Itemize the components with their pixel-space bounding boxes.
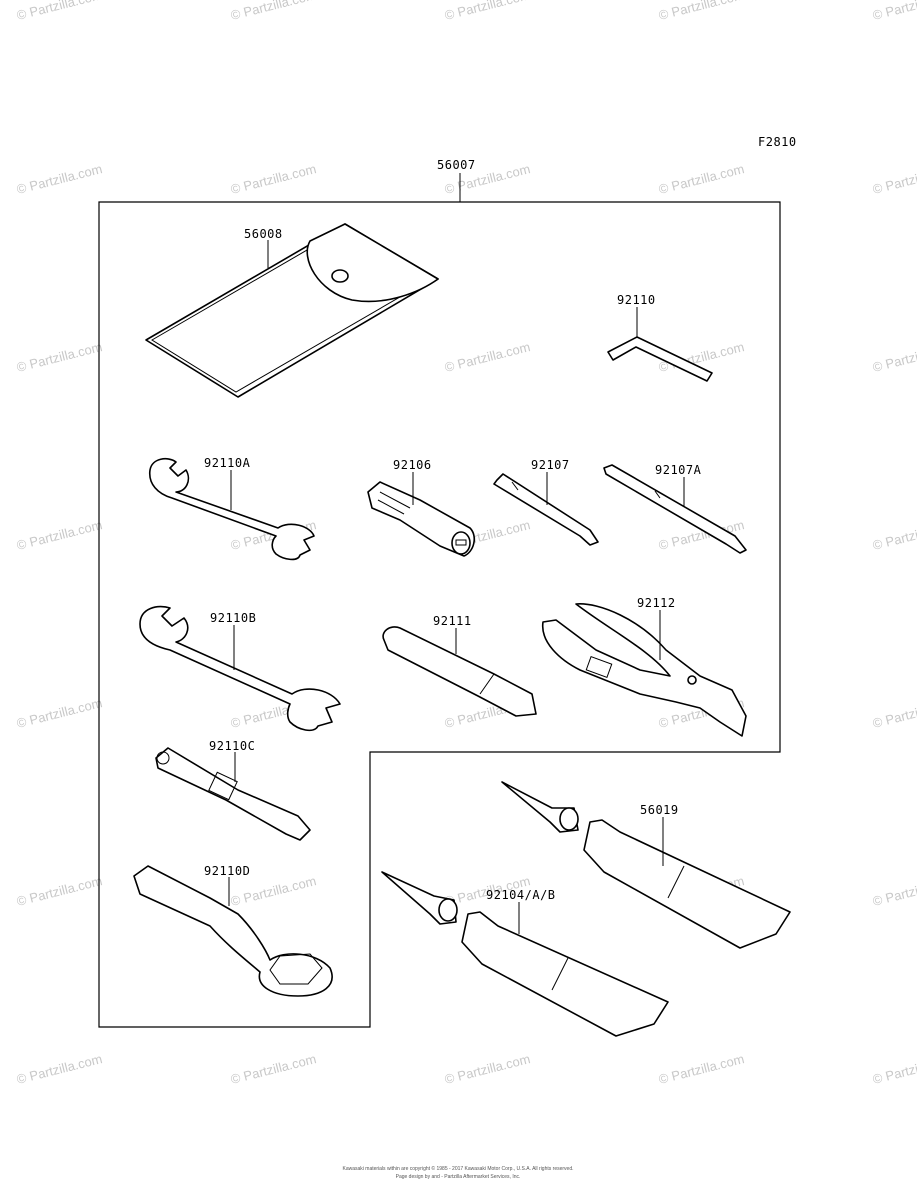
group-bracket: 56007 [98, 158, 781, 1028]
part-label-92110C: 92110C [209, 739, 255, 753]
part-label-92110D: 92110D [204, 864, 250, 878]
figure-code: F2810 [758, 135, 797, 149]
part-label-92111: 92111 [433, 614, 472, 628]
screwdriver-handle-92106[interactable]: 92106 [367, 458, 476, 557]
part-label-92106: 92106 [393, 458, 432, 472]
watermark-text: © Partzilla.com [229, 873, 318, 909]
watermark-text: © Partzilla.com [15, 517, 104, 553]
grease-tube-56019[interactable]: 56019 [501, 781, 791, 949]
watermark-text: © Partzilla.com [229, 161, 318, 197]
part-label-92110B: 92110B [210, 611, 256, 625]
watermark-text: © Partzilla.com [15, 339, 104, 375]
watermark-text: © Partzilla.com [443, 339, 532, 375]
watermark-text: © Partzilla.com [871, 339, 917, 375]
watermark-text: © Partzilla.com [871, 873, 917, 909]
watermark-text: © Partzilla.com [443, 1051, 532, 1087]
pliers-92112[interactable]: 92112 [542, 596, 747, 737]
group-part-number: 56007 [437, 158, 476, 172]
screwdriver-bit-92107[interactable]: 92107 [493, 458, 599, 546]
hex-key-92110[interactable]: 92110 [607, 293, 713, 382]
watermark-text: © Partzilla.com [871, 695, 917, 731]
open-end-wrench-92110A[interactable]: 92110A [148, 456, 315, 561]
watermark-text: © Partzilla.com [871, 517, 917, 553]
open-end-wrench-92110B[interactable]: 92110B [139, 605, 341, 732]
tool-bag-56008[interactable]: 56008 [145, 223, 439, 398]
watermark-text: © Partzilla.com [15, 695, 104, 731]
watermark-text: © Partzilla.com [229, 1051, 318, 1087]
watermark-text: © Partzilla.com [15, 0, 104, 23]
ring-wrench-92110D[interactable]: 92110D [133, 864, 333, 997]
watermark-text: © Partzilla.com [657, 1051, 746, 1087]
watermark-text: © Partzilla.com [871, 161, 917, 197]
spark-plug-wrench-92110C[interactable]: 92110C [155, 739, 311, 841]
screwdriver-bit-92107A[interactable]: 92107A [603, 463, 747, 554]
part-label-56019: 56019 [640, 803, 679, 817]
part-label-92104: 92104/A/B [486, 888, 556, 902]
part-label-56008: 56008 [244, 227, 283, 241]
watermark-text: © Partzilla.com [15, 161, 104, 197]
watermark-text: © Partzilla.com [871, 1051, 917, 1087]
watermark-text: © Partzilla.com [443, 0, 532, 23]
part-label-92112: 92112 [637, 596, 676, 610]
watermark-text: © Partzilla.com [657, 0, 746, 23]
part-label-92107A: 92107A [655, 463, 702, 477]
extension-bar-92111[interactable]: 92111 [382, 614, 537, 717]
watermark-text: © Partzilla.com [229, 0, 318, 23]
copyright-line-1: Kawasaki materials within are copyright … [342, 1165, 573, 1172]
watermark-text: © Partzilla.com [657, 161, 746, 197]
watermark-text: © Partzilla.com [15, 873, 104, 909]
grease-tube-92104[interactable]: 92104/A/B [381, 871, 669, 1037]
watermark-text: © Partzilla.com [871, 0, 917, 23]
copyright-line-2: Page design by and - Partzilla Aftermark… [396, 1174, 521, 1180]
part-label-92107: 92107 [531, 458, 570, 472]
part-label-92110A: 92110A [204, 456, 251, 470]
part-label-92110: 92110 [617, 293, 656, 307]
watermark-text: © Partzilla.com [15, 1051, 104, 1087]
